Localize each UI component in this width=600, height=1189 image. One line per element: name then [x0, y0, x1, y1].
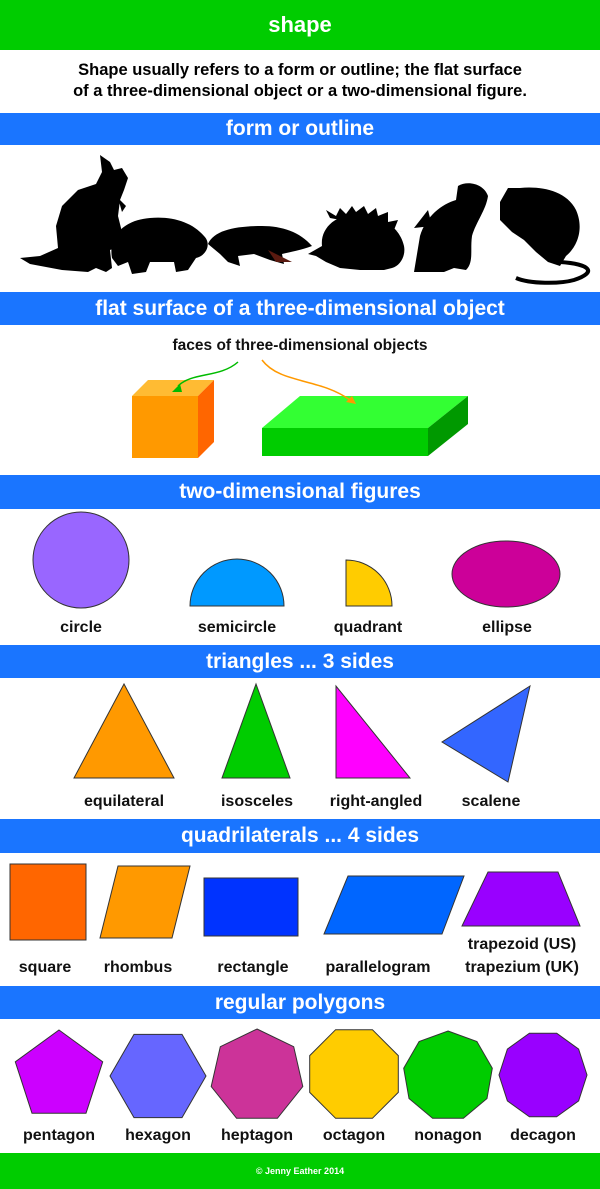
label-hexagon: hexagon [125, 1127, 191, 1144]
right-angled-triangle [335, 684, 412, 779]
label-decagon: decagon [510, 1127, 576, 1144]
section-polygons-title: regular polygons [214, 991, 386, 1014]
label-nonagon: nonagon [414, 1127, 482, 1144]
label-trapezoid-us: trapezoid (US) [467, 936, 577, 953]
page-title: shape [268, 12, 332, 37]
wombat-silhouette [111, 217, 208, 274]
section-flat-bar: flat surface of a three-dimensional obje… [0, 292, 600, 325]
rectangle-shape [203, 877, 299, 937]
section-form-title: form or outline [225, 117, 375, 140]
platypus-silhouette [208, 226, 312, 266]
pentagon-shape [14, 1029, 104, 1114]
rat-silhouette [500, 187, 590, 285]
isosceles-triangle [221, 682, 291, 779]
nonagon-shape [403, 1030, 493, 1119]
echidna-silhouette [308, 206, 405, 270]
label-pentagon: pentagon [23, 1127, 95, 1144]
green-arrow [177, 361, 239, 387]
orange-cube [132, 380, 214, 458]
faces-caption: faces of three-dimensional objects [172, 337, 428, 354]
decagon-shape [498, 1032, 588, 1118]
kangaroo-silhouette [20, 155, 128, 272]
green-box [262, 396, 468, 456]
orange-arrowhead [346, 396, 356, 404]
section-quads-bar: quadrilaterals ... 4 sides [0, 819, 600, 853]
intro-line-2: of a three-dimensional object or a two-d… [73, 82, 527, 100]
trapezoid-shape [461, 871, 581, 927]
section-2d-bar: two-dimensional figures [0, 475, 600, 509]
parallelogram-shape [323, 875, 465, 935]
section-quads-title: quadrilaterals ... 4 sides [180, 824, 420, 847]
rhombus-shape [99, 865, 191, 939]
label-semicircle: semicircle [197, 619, 277, 636]
label-equilateral: equilateral [83, 793, 165, 810]
section-triangles-bar: triangles ... 3 sides [0, 645, 600, 678]
label-rhombus: rhombus [103, 959, 173, 976]
label-circle: circle [60, 619, 102, 636]
label-quadrant: quadrant [333, 619, 403, 636]
section-2d-title: two-dimensional figures [179, 480, 421, 503]
green-arrowhead [172, 384, 182, 392]
label-rectangle: rectangle [217, 959, 289, 976]
section-triangles-title: triangles ... 3 sides [206, 650, 394, 673]
label-octagon: octagon [322, 1127, 386, 1144]
header-bar: shape [0, 0, 600, 50]
semicircle-shape [189, 558, 285, 607]
heptagon-shape [210, 1028, 304, 1119]
label-ellipse: ellipse [482, 619, 532, 636]
possum-silhouette [414, 183, 488, 272]
section-polygons-bar: regular polygons [0, 986, 600, 1019]
label-heptagon: heptagon [221, 1127, 293, 1144]
orange-arrow [261, 359, 351, 401]
label-scalene: scalene [461, 793, 521, 810]
intro-text: Shape usually refers to a form or outlin… [0, 60, 600, 102]
quadrant-shape [345, 559, 393, 607]
octagon-shape [309, 1029, 399, 1119]
hexagon-shape [109, 1033, 207, 1119]
section-form-bar: form or outline [0, 113, 600, 145]
footer-bar: © Jenny Eather 2014 [0, 1153, 600, 1189]
label-right-angled: right-angled [329, 793, 423, 810]
label-parallelogram: parallelogram [325, 959, 431, 976]
intro-line-1: Shape usually refers to a form or outlin… [78, 61, 522, 79]
section-flat-title: flat surface of a three-dimensional obje… [95, 297, 505, 320]
circle-shape [32, 511, 130, 609]
square-shape [9, 863, 87, 941]
label-square: square [18, 959, 72, 976]
copyright-text: © Jenny Eather 2014 [255, 1166, 345, 1176]
label-isosceles: isosceles [220, 793, 294, 810]
ellipse-shape [451, 540, 561, 608]
label-trapezium-uk: trapezium (UK) [465, 959, 579, 976]
scalene-triangle [441, 684, 531, 783]
equilateral-triangle [73, 682, 175, 779]
